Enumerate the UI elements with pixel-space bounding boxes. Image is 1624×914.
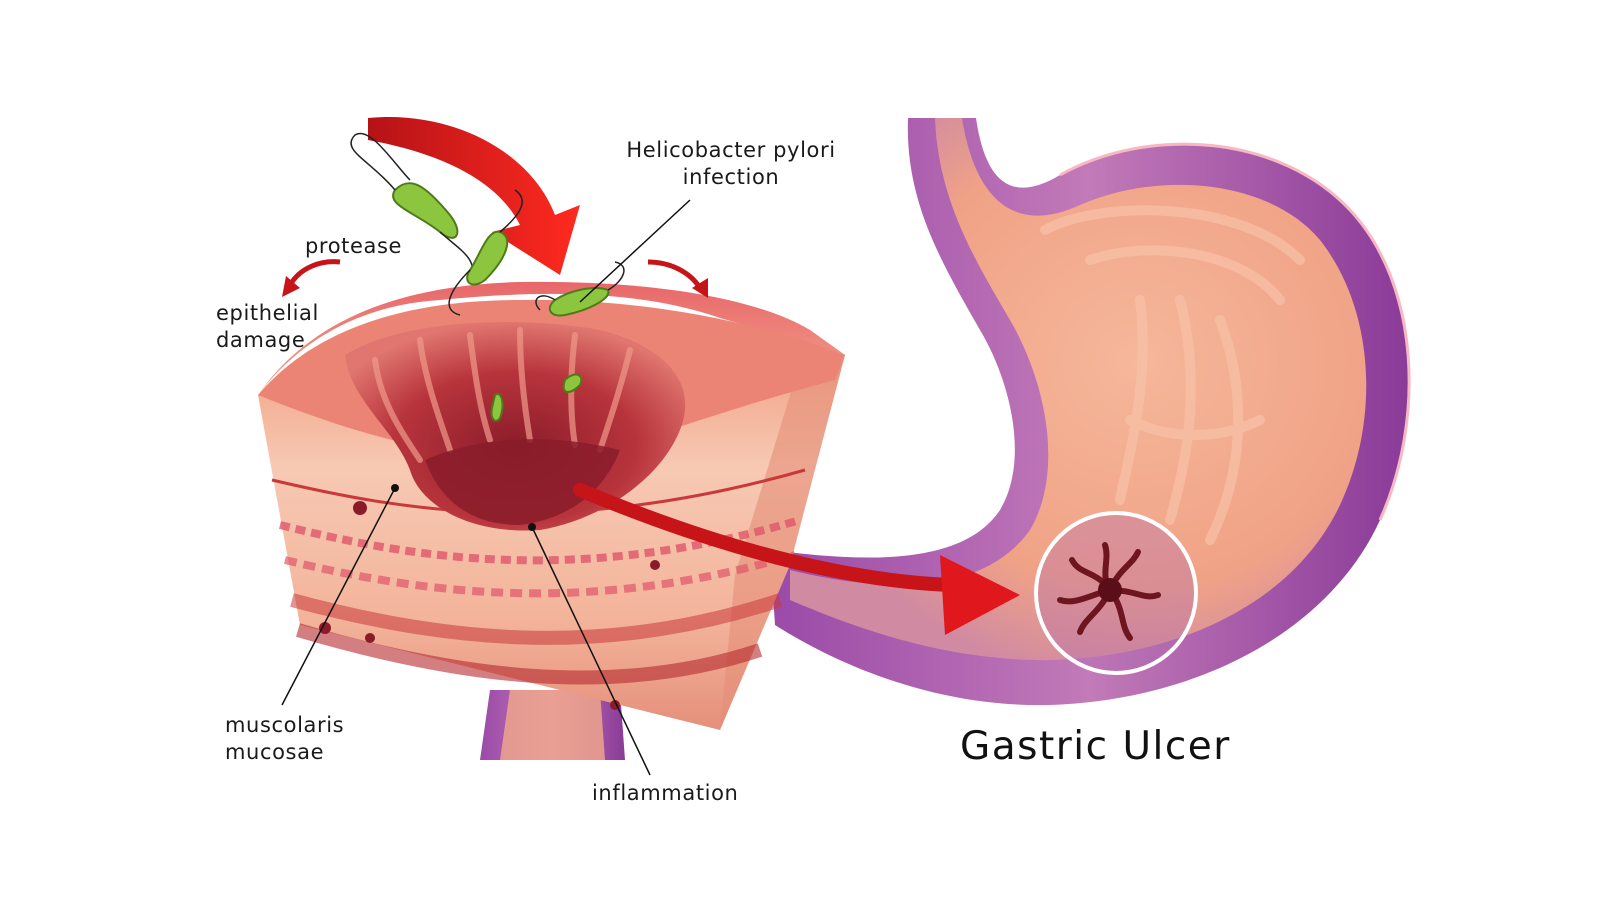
leader-inflammation	[531, 526, 651, 776]
bacterium-icon	[562, 373, 583, 393]
protease-arrow-right	[647, 259, 708, 298]
stomach-illustration	[480, 118, 1411, 760]
bacterium-icon	[448, 189, 523, 316]
bacterium-icon	[535, 261, 625, 317]
pointer-arrow-to-stomach	[573, 483, 1020, 635]
label-hp-line2: infection	[682, 165, 780, 189]
label-epithelial-line2: damage	[216, 328, 306, 352]
label-helicobacter-pylori: Helicobacter pylori infection	[602, 137, 860, 191]
label-musc-line1: muscolaris	[225, 713, 345, 737]
leader-muscolaris	[281, 487, 396, 706]
leader-lines	[281, 199, 691, 776]
bacterium-icon	[490, 393, 504, 422]
tissue-cross-section	[258, 281, 845, 730]
infection-arrow	[368, 116, 580, 276]
ulcer-center	[1098, 578, 1122, 602]
label-muscolaris-mucosae: muscolaris mucosae	[225, 712, 344, 766]
label-epithelial-line1: epithelial	[216, 301, 319, 325]
protease-arrow-left	[282, 259, 341, 297]
label-inflammation: inflammation	[592, 781, 739, 805]
label-musc-line2: mucosae	[225, 740, 325, 764]
diagram-title: Gastric Ulcer	[960, 724, 1231, 769]
label-protease: protease	[305, 234, 403, 258]
label-epithelial-damage: epithelial damage	[216, 300, 319, 354]
label-hp-line1: Helicobacter pylori	[626, 138, 836, 162]
leader-hp	[579, 199, 691, 303]
ulcer-highlight	[1034, 511, 1198, 675]
bacteria-group	[350, 132, 625, 422]
